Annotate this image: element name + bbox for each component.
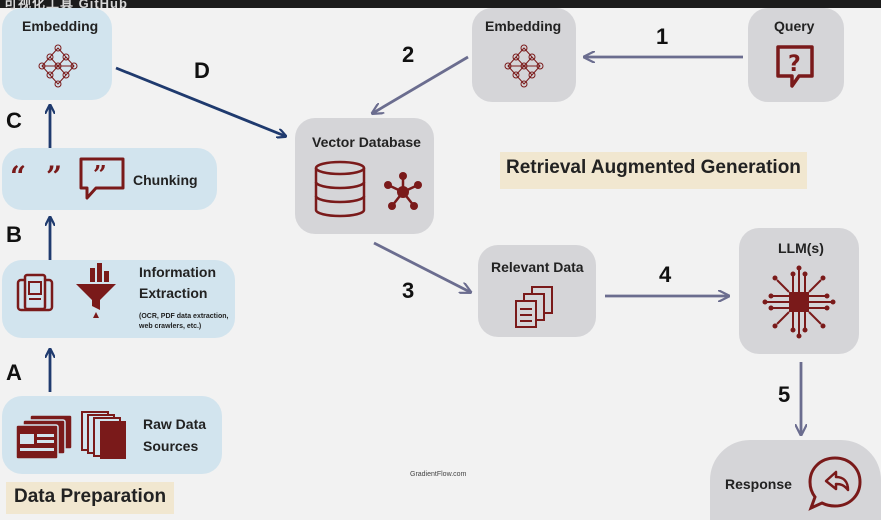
llm-label: LLM(s) bbox=[778, 240, 824, 256]
response-label: Response bbox=[725, 476, 792, 492]
neural-network-icon bbox=[504, 44, 544, 88]
step-1-label: 1 bbox=[656, 24, 669, 49]
svg-text:?: ? bbox=[788, 52, 801, 77]
information-extraction-node: Information Extraction (OCR, PDF data ex… bbox=[2, 260, 235, 338]
raw-data-label-2: Sources bbox=[143, 438, 199, 454]
connector-arrows bbox=[0, 0, 881, 506]
information-extraction-note-1: (OCR, PDF data extraction, bbox=[139, 313, 229, 320]
step-d-label: D bbox=[194, 58, 210, 83]
open-quote-icon: “ bbox=[10, 160, 27, 193]
question-bubble-icon: ? bbox=[776, 45, 814, 88]
vector-database-node: Vector Database bbox=[295, 118, 434, 234]
speech-bubble-icon: ” bbox=[79, 157, 125, 200]
step-5-label: 5 bbox=[778, 382, 791, 407]
close-quote-icon: ” bbox=[46, 160, 63, 193]
file-stack-icon bbox=[81, 411, 126, 459]
svg-text:”: ” bbox=[93, 160, 107, 189]
vector-database-label: Vector Database bbox=[312, 134, 421, 150]
embedding-right-node: Embedding bbox=[472, 8, 576, 102]
response-node: Response bbox=[710, 440, 881, 520]
chunking-node: “ ” ” Chunking bbox=[2, 148, 217, 210]
information-extraction-note-2: web crawlers, etc.) bbox=[139, 323, 202, 330]
data-preparation-banner: Data Preparation bbox=[6, 482, 175, 514]
relevant-data-label: Relevant Data bbox=[491, 259, 584, 275]
embedding-left-node: Embedding bbox=[2, 8, 112, 100]
relevant-data-node: Relevant Data 1 2 bbox=[478, 245, 596, 337]
step-b-label: B bbox=[6, 222, 22, 247]
query-label: Query bbox=[774, 18, 815, 34]
embedding-right-label: Embedding bbox=[485, 18, 562, 34]
arrow-2 bbox=[373, 55, 469, 113]
chip-icon bbox=[762, 265, 836, 339]
query-node: Query ? bbox=[748, 8, 844, 102]
reply-bubble-icon bbox=[808, 456, 862, 511]
step-3-label: 3 bbox=[402, 278, 415, 303]
web-pages-icon bbox=[15, 414, 73, 460]
chunking-label: Chunking bbox=[133, 172, 198, 188]
step-c-label: C bbox=[6, 108, 22, 133]
top-bar: 可视化工具 GitHub bbox=[0, 0, 881, 11]
embedding-left-label: Embedding bbox=[22, 18, 99, 34]
database-icon bbox=[314, 160, 366, 218]
arrow-3 bbox=[373, 241, 470, 292]
information-extraction-label-2: Extraction bbox=[139, 285, 208, 301]
network-nodes-icon bbox=[384, 172, 422, 210]
step-4-label: 4 bbox=[659, 262, 672, 287]
raw-data-sources-node: Raw Data Sources bbox=[2, 396, 222, 474]
credit-label: GradientFlow.com bbox=[410, 471, 467, 478]
retrieval-augmented-generation-banner: Retrieval Augmented Generation bbox=[500, 152, 807, 189]
step-a-label: A bbox=[6, 360, 22, 385]
documents-icon: 1 2 bbox=[515, 286, 553, 328]
arrow-d bbox=[115, 66, 285, 136]
funnel-chart-icon bbox=[76, 263, 116, 318]
llm-node: LLM(s) bbox=[739, 228, 859, 354]
neural-network-icon bbox=[38, 44, 78, 88]
top-bar-text: 可视化工具 GitHub bbox=[4, 0, 128, 11]
step-2-label: 2 bbox=[402, 42, 415, 67]
information-extraction-label-1: Information bbox=[139, 264, 216, 280]
raw-data-label-1: Raw Data bbox=[143, 416, 207, 432]
document-scan-icon bbox=[16, 273, 54, 312]
